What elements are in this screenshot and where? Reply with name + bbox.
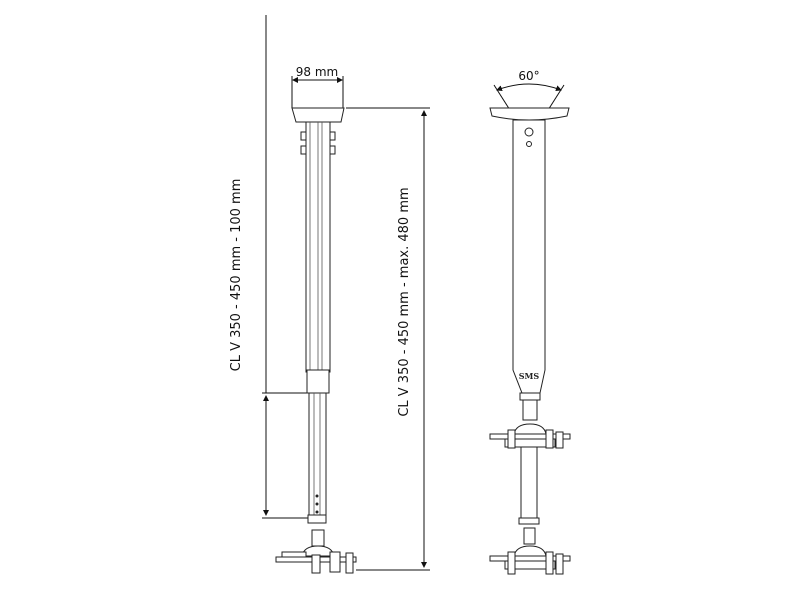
total-height-dimension: CL V 350 - 450 mm - max. 480 mm [346,107,430,571]
bracket-clip [329,551,341,573]
collar [519,392,541,401]
bracket-dome [513,423,547,435]
tube-clamp [306,369,330,394]
ceiling-plate [489,107,570,121]
tilt-angle-label: 60° [518,69,539,83]
plate-width-label: 98 mm [296,65,338,79]
adjust-hole [315,502,319,506]
swivel-head [523,527,536,545]
tilt-angle-arc [496,83,562,92]
lock-bolt [526,141,532,147]
front-view: 60° SMS [489,69,571,575]
side-view: 98 mm CL V 350 - 450 mm - 100 mm [229,15,357,574]
bracket-clip [555,431,564,449]
brand-logo: SMS [519,371,540,381]
end-collar [518,517,540,525]
bolt [329,145,336,155]
bracket-clip [345,552,354,574]
bracket-dome [513,545,547,557]
bolt [300,131,307,141]
main-tube [512,119,546,394]
bracket-clip [555,553,564,575]
bolt [329,131,336,141]
bolt [300,145,307,155]
bracket-arm [281,551,307,558]
total-height-label: CL V 350 - 450 mm - max. 480 mm [397,187,412,416]
adjust-hole [315,510,319,514]
bracket-clip [545,551,554,575]
lower-tube [520,446,538,521]
ceiling-plate [291,107,345,123]
bracket-clip [507,429,516,449]
swivel-head [311,529,325,547]
end-collar [307,514,327,524]
pivot-bolt [524,127,534,137]
bracket-clip [311,554,321,574]
bracket-clip [507,551,516,575]
projector-bracket-plate [504,560,556,570]
swivel-head [522,399,538,421]
adjust-hole [315,494,319,498]
left-height-label: CL V 350 - 450 mm - 100 mm [229,179,244,372]
bracket-clip [545,429,554,449]
